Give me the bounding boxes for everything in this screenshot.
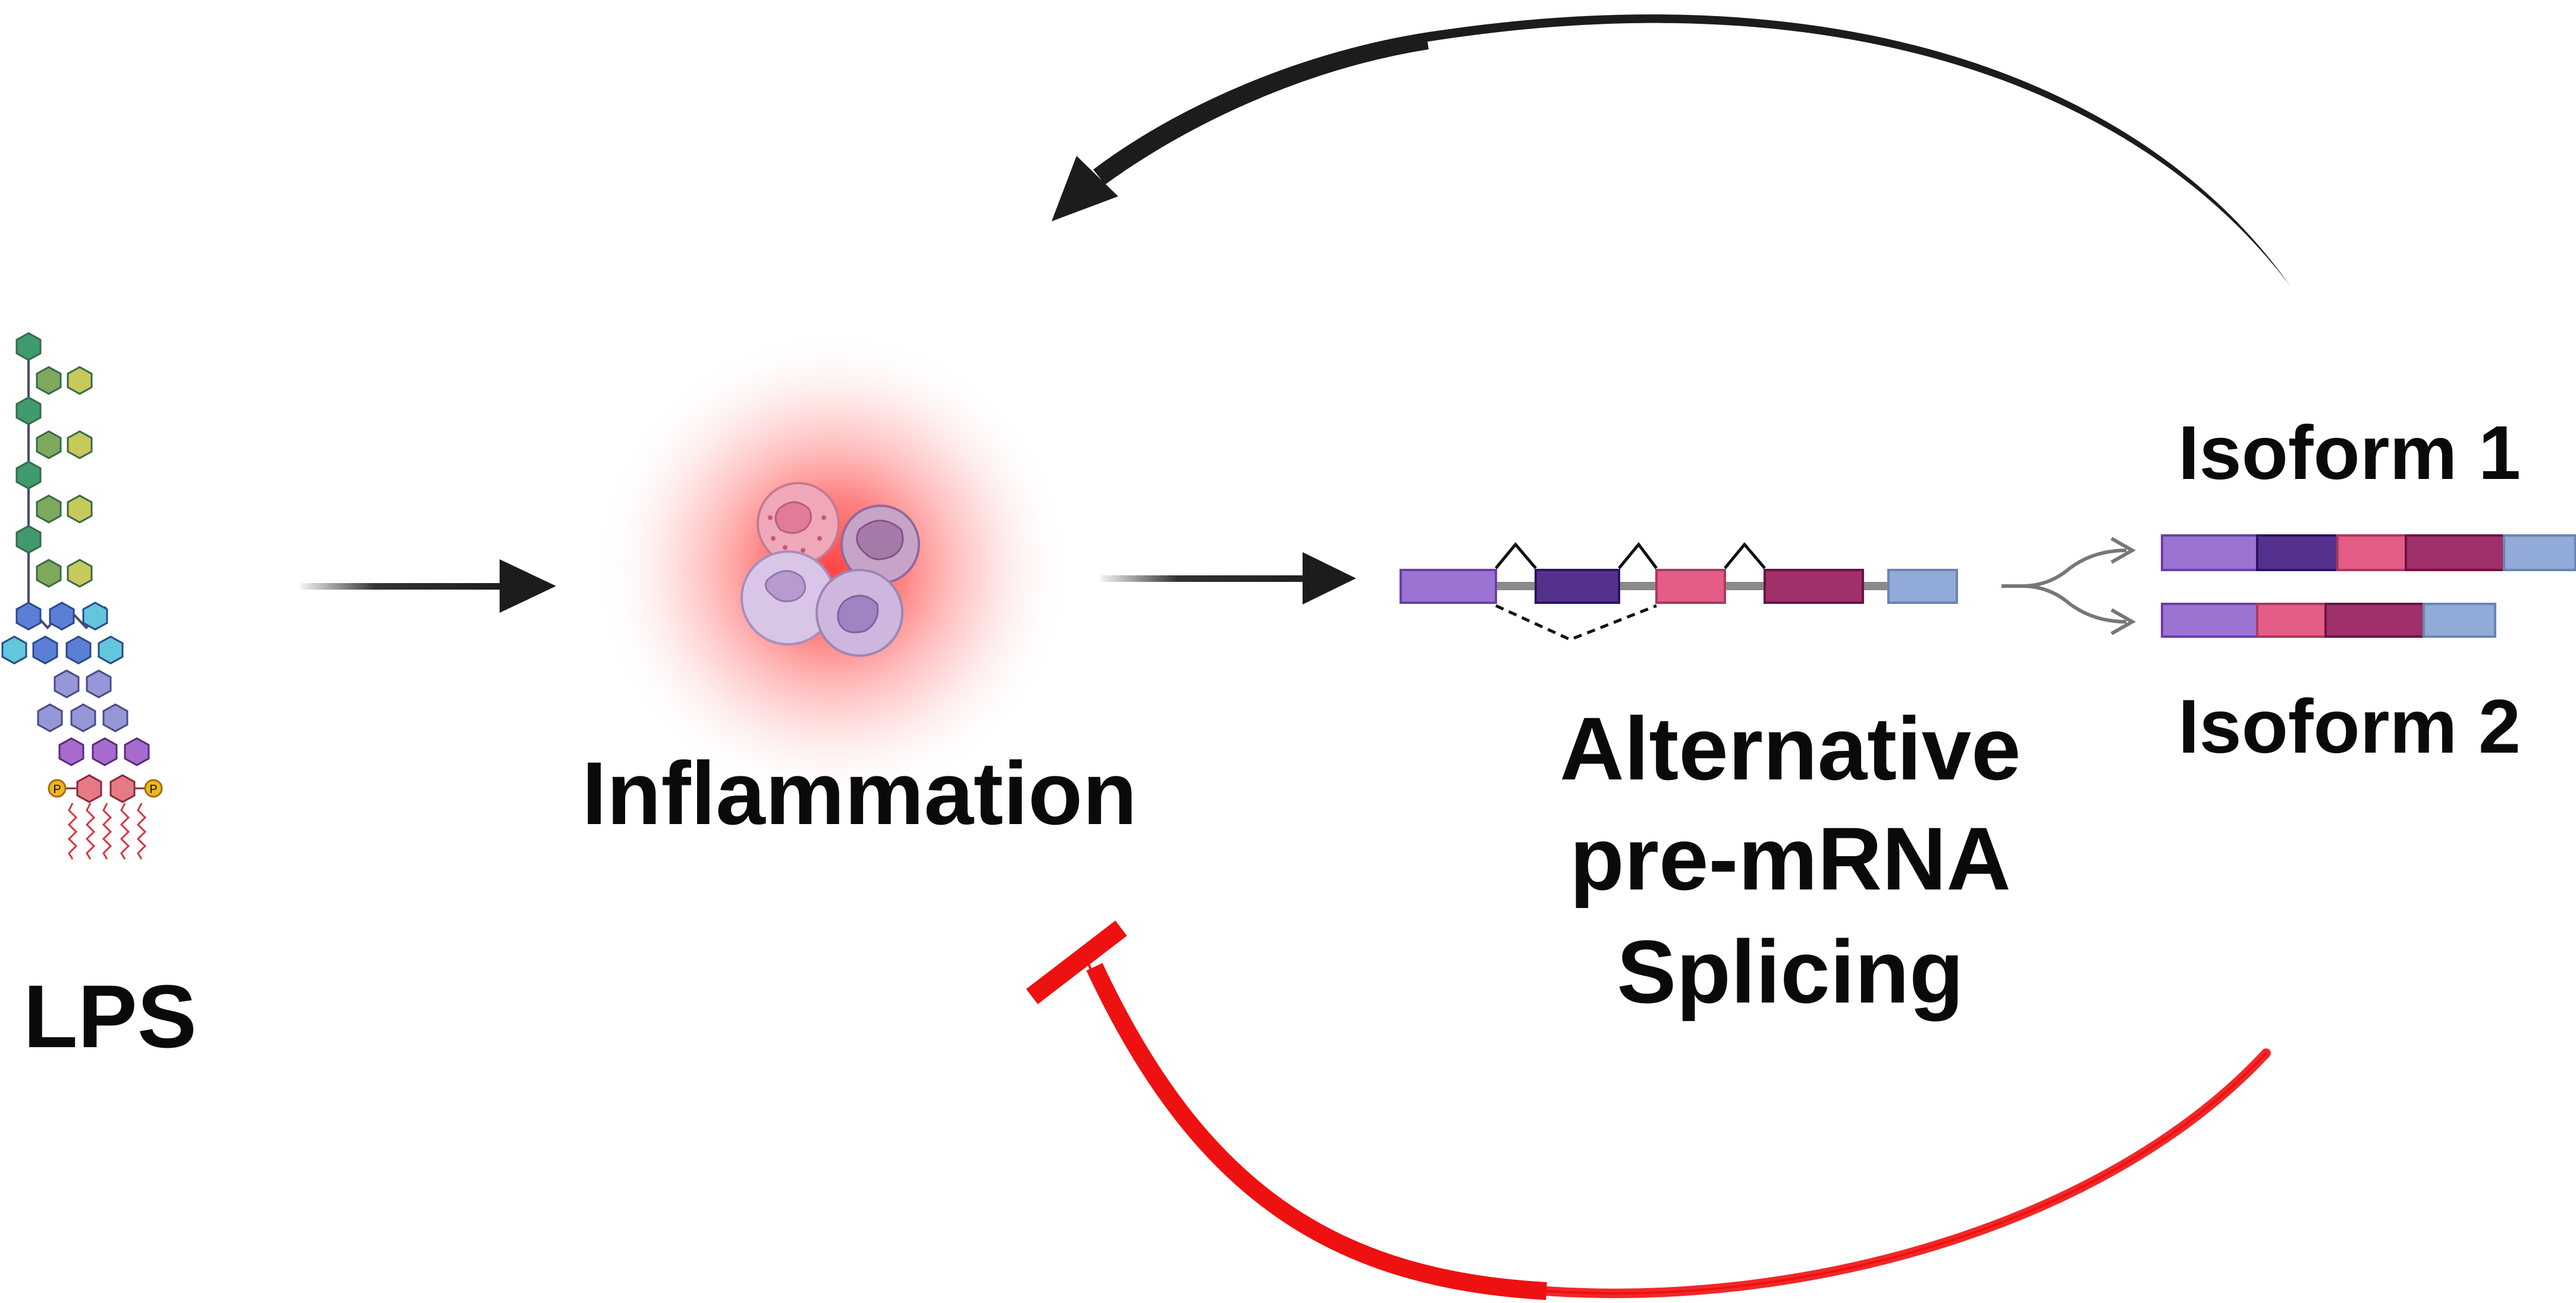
phosphate-icon (144, 779, 163, 798)
phosphate-label: P (149, 783, 157, 796)
exon-2 (1535, 569, 1620, 604)
inflammation-label: Inflammation (582, 743, 1137, 843)
lps-molecule-icon: P P (1, 332, 163, 860)
exon-5 (1887, 569, 1958, 604)
exon-4 (1764, 569, 1864, 604)
feedback-activation-arrow (1052, 14, 2290, 286)
isoform1-transcript (2161, 534, 2576, 571)
feedback-inhibition-arrow (1026, 920, 2271, 1300)
splicing-label-line2: pre-mRNA (1570, 809, 2011, 909)
splicing-label-line3: Splicing (1617, 922, 1963, 1022)
splicing-label-line1: Alternative (1560, 699, 2020, 798)
phosphate-icon (48, 779, 67, 798)
branch-arrow-icon (2001, 537, 2136, 635)
arrow-inflammation-to-splicing (1100, 552, 1356, 604)
immune-cells-icon (595, 330, 1071, 806)
exon-1 (1400, 569, 1497, 604)
exon-3 (1655, 569, 1726, 604)
lps-label: LPS (23, 966, 197, 1066)
isoform2-transcript (2161, 603, 2496, 638)
pre-mrna-icon (1400, 541, 1958, 641)
isoform1-label: Isoform 1 (2178, 411, 2521, 496)
phosphate-label: P (53, 783, 61, 796)
isoform2-label: Isoform 2 (2178, 684, 2521, 769)
arrow-lps-to-inflammation (300, 559, 556, 613)
